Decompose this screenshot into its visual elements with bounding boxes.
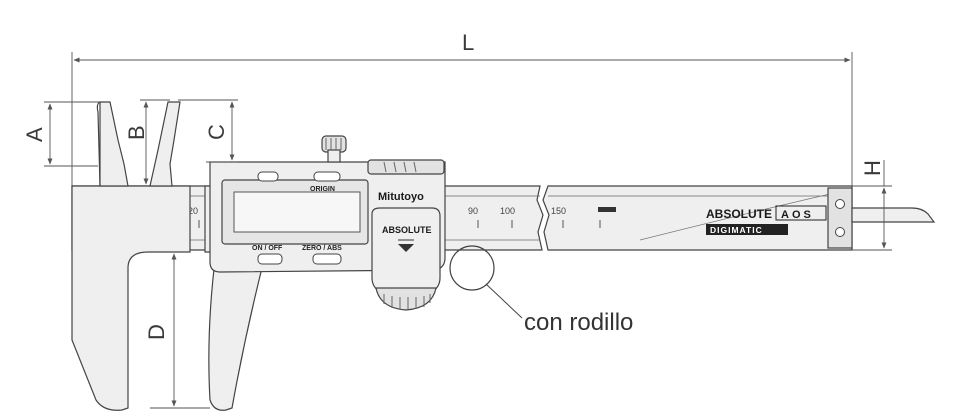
thumb-roller[interactable] [375,287,437,311]
brand-aos-box [775,205,827,221]
brand-digimatic-bar [706,224,788,235]
unit-mark [598,207,616,212]
fixed-jaw-inside-edge [96,101,101,187]
scale-label-150: 150 [551,206,566,216]
fixed-jaw-inside-upper [99,101,129,187]
dim-label-b: B [124,125,149,140]
brand-absolute-badge: ABSOLUTE [382,225,432,235]
down-arrow-icon [398,244,414,252]
lock-screw-knurl [325,138,342,150]
on-off-label: ON / OFF [252,245,283,252]
end-cap-screw-top [835,199,845,209]
head-top-cover [367,159,445,175]
brand-maker: Mitutoyo [378,191,424,203]
lock-screw-stem [327,149,341,163]
scale-label-100: 100 [500,206,515,216]
dim-label-h: H [860,160,885,176]
head-grip-ridges [383,161,417,173]
lcd-screen [233,191,361,233]
scale-label-20: 20 [188,206,198,216]
roller-callout-circle [449,245,495,291]
on-off-button[interactable] [257,253,283,265]
roller-housing [371,207,441,301]
brand-aos: AOS [781,209,814,221]
dim-label-d: D [144,324,169,340]
beam-end-cap [827,187,853,249]
zero-abs-button[interactable] [312,253,342,265]
brand-digimatic: DIGIMATIC [710,225,763,235]
origin-left-button[interactable] [257,171,279,182]
depth-rod [851,207,936,223]
dim-label-a: A [22,127,47,142]
fixed-jaw-outside [71,185,191,411]
roller-callout-leader [485,283,523,319]
dim-label-c: C [204,124,229,140]
scale-label-90: 90 [468,206,478,216]
sliding-jaw-inside-upper [149,101,181,187]
end-cap-screw-bottom [835,227,845,237]
origin-button[interactable] [313,171,341,182]
zero-abs-label: ZERO / ABS [302,245,342,252]
brand-absolute-aos: ABSOLUTE [706,207,772,221]
roller-teeth [383,294,431,309]
dim-label-l: L [462,30,474,55]
beam-sweep-line [639,193,831,241]
callout-text: con rodillo [524,309,633,336]
origin-label: ORIGIN [310,186,335,193]
